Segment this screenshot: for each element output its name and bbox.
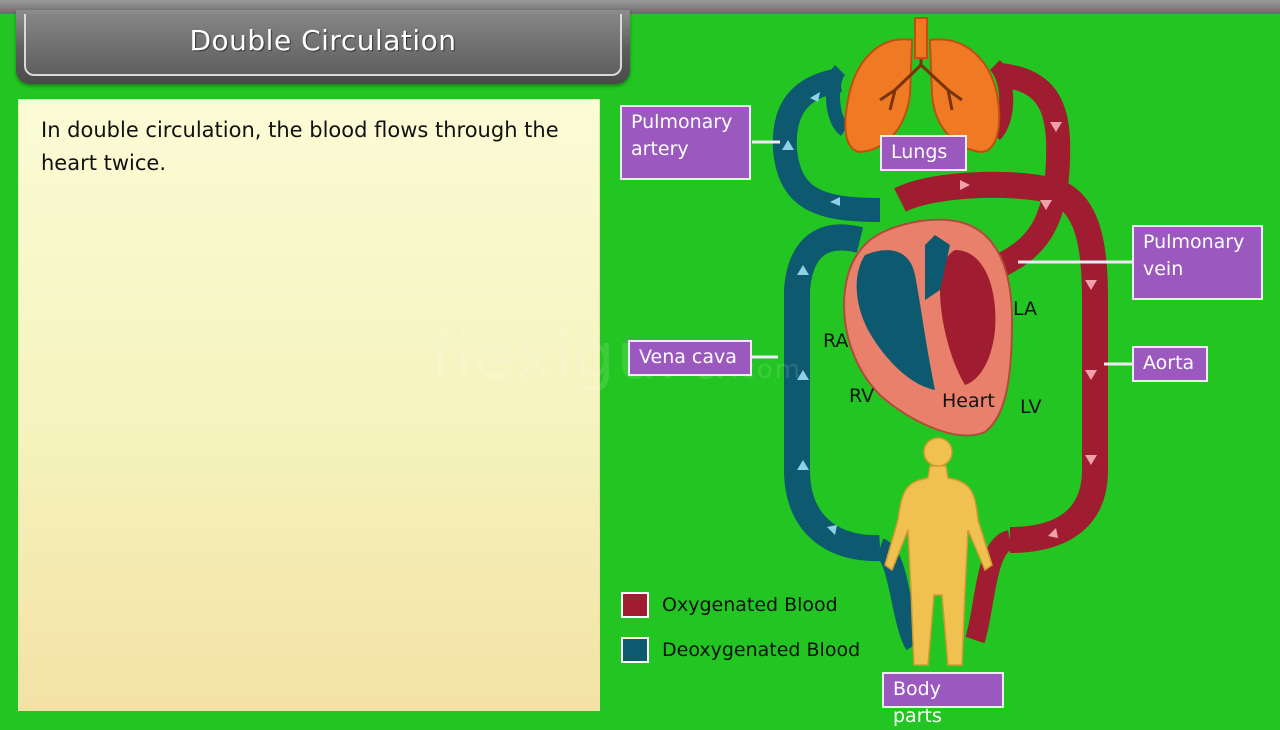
pulmonary-vein-label: Pulmonary vein	[1132, 225, 1263, 300]
lungs-illustration	[844, 17, 1001, 154]
aorta-label: Aorta	[1132, 346, 1208, 382]
vena-cava-vessel	[784, 224, 881, 562]
heart-illustration	[843, 218, 1014, 437]
lungs-label: Lungs	[880, 135, 967, 171]
lv-label: LV	[1020, 396, 1042, 418]
lung-capillaries-left	[826, 65, 850, 136]
description-text: In double circulation, the blood flows t…	[41, 118, 559, 175]
pulmonary-artery-label: Pulmonary artery	[620, 105, 751, 180]
pulmonary-vein-vessel	[985, 63, 1071, 282]
vena-cava-label: Vena cava	[628, 340, 752, 376]
circulation-diagram	[752, 17, 1132, 666]
text-panel: In double circulation, the blood flows t…	[18, 99, 600, 711]
legend-swatch-deoxygenated	[621, 637, 649, 663]
title-banner: Double Circulation	[16, 10, 630, 84]
body-capillaries-left	[874, 538, 924, 651]
legend-deoxygenated: Deoxygenated Blood	[662, 639, 861, 661]
flow-arrows	[782, 92, 840, 535]
legend-oxygenated: Oxygenated Blood	[662, 594, 838, 616]
page-title: Double Circulation	[189, 24, 457, 57]
legend-swatch-oxygenated	[621, 592, 649, 618]
pulmonary-artery-vessel	[772, 68, 881, 222]
body-parts-label: Body parts	[882, 672, 1004, 727]
flow-arrows-oxygenated	[960, 122, 1097, 538]
body-capillaries-right	[965, 530, 1014, 644]
la-label: LA	[1013, 298, 1038, 320]
label-pointers	[752, 140, 1132, 366]
heart-label: Heart	[942, 390, 995, 412]
ra-label: RA	[823, 330, 849, 352]
rv-label: RV	[849, 385, 875, 407]
human-body-illustration	[884, 437, 993, 666]
